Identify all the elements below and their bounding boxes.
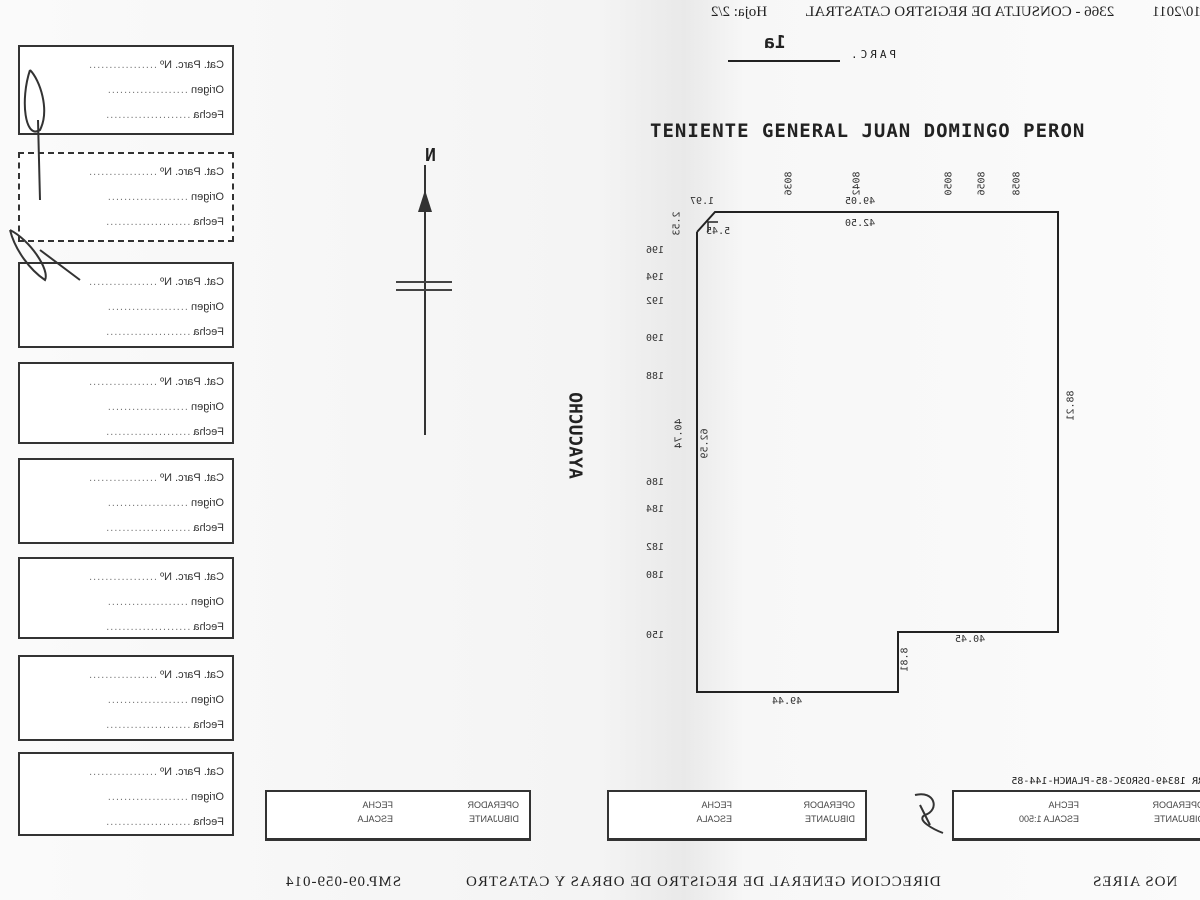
sign-box: OPERADOR FECHA DIBUJANTE ESCALA 1:500 xyxy=(952,790,1200,841)
footer-agency: DIRECCION GENERAL DE REGISTRO DE OBRAS Y… xyxy=(465,874,941,890)
record-fecha-label: Fecha xyxy=(193,522,224,534)
footer-city: NOS AIRES xyxy=(1092,874,1178,890)
record-parc-label: Cat. Parc. Nº xyxy=(160,571,224,583)
north-tick xyxy=(396,281,452,283)
record-box: Cat. Parc. Nº ................. Origen .… xyxy=(18,752,234,836)
dim-right: 88.21 xyxy=(1065,390,1077,421)
record-parc-label: Cat. Parc. Nº xyxy=(160,766,224,778)
door-number: 182 xyxy=(646,542,665,553)
door-number: 8050 xyxy=(943,171,955,196)
street-top: TENIENTE GENERAL JUAN DOMINGO PERON xyxy=(650,120,1086,142)
record-parc-label: Cat. Parc. Nº xyxy=(160,276,224,288)
record-parc-label: Cat. Parc. Nº xyxy=(160,166,224,178)
record-origen-label: Origen xyxy=(190,596,224,608)
dim-notch-h: 40.45 xyxy=(955,634,986,645)
record-box: Cat. Parc. Nº ................. Origen .… xyxy=(18,458,234,544)
record-fecha-label: Fecha xyxy=(193,326,224,338)
record-fecha-label: Fecha xyxy=(193,216,224,228)
door-number: 8056 xyxy=(976,171,988,196)
door-number: 8058 xyxy=(1011,171,1023,196)
record-origen-label: Origen xyxy=(190,791,224,803)
sign-box: OPERADOR FECHA DIBUJANTE ESCALA xyxy=(607,790,867,841)
record-box: Cat. Parc. Nº ................. Origen .… xyxy=(18,655,234,741)
date-label: FECHA xyxy=(1048,800,1079,810)
scale-label: ESCALA 1:500 xyxy=(1018,814,1079,824)
record-fecha-label: Fecha xyxy=(193,816,224,828)
door-number: 8042 xyxy=(851,171,863,196)
parcel-underline xyxy=(728,60,840,62)
operator-label: OPERADOR xyxy=(1152,800,1200,810)
record-origen-label: Origen xyxy=(190,497,224,509)
operator-label: OPERADOR xyxy=(467,800,519,810)
record-fecha-label: Fecha xyxy=(193,621,224,633)
door-number: 188 xyxy=(646,371,665,382)
door-number: 194 xyxy=(646,272,665,283)
stamp-scribble xyxy=(914,793,944,834)
record-parc-label: Cat. Parc. Nº xyxy=(160,472,224,484)
drafter-label: DIBUJANTE xyxy=(804,814,855,824)
record-origen-label: Origen xyxy=(190,84,224,96)
handwritten-signature xyxy=(9,69,81,282)
door-number: 180 xyxy=(646,570,665,581)
scale-label: ESCALA xyxy=(357,814,393,824)
record-fecha-label: Fecha xyxy=(193,719,224,731)
operator-label: OPERADOR xyxy=(803,800,855,810)
record-parc-label: Cat. Parc. Nº xyxy=(160,59,224,71)
drafter-label: DIBUJANTE xyxy=(1153,814,1200,824)
dim-left-side: 40.74 xyxy=(673,418,685,449)
record-box: Cat. Parc. Nº ................. Origen .… xyxy=(18,45,234,135)
door-number: 192 xyxy=(646,296,665,307)
record-box: Cat. Parc. Nº ................. Origen .… xyxy=(18,152,234,242)
dim-top-outer: 49.05 xyxy=(845,196,876,207)
dim-left: 62.59 xyxy=(699,428,711,459)
plan-reference: 4RR 18349-DSRO3C-85-PLANCH-144-85 xyxy=(1011,776,1200,787)
door-number: 150 xyxy=(646,630,665,641)
dim-top-inner: 42.50 xyxy=(845,218,876,229)
door-number: 196 xyxy=(646,245,665,256)
door-number: 184 xyxy=(646,504,665,515)
north-tick xyxy=(396,289,452,291)
north-arrow-line xyxy=(424,165,426,435)
record-parc-label: Cat. Parc. Nº xyxy=(160,376,224,388)
record-box: Cat. Parc. Nº ................. Origen .… xyxy=(18,557,234,639)
dim-chamfer-c: 5.45 xyxy=(706,226,731,237)
dim-chamfer-a: 1.97 xyxy=(690,196,715,207)
footer-code: SMP.09-059-014 xyxy=(285,874,402,890)
dim-bottom: 49.44 xyxy=(772,696,803,707)
record-box: Cat. Parc. Nº ................. Origen .… xyxy=(18,262,234,348)
record-origen-label: Origen xyxy=(190,694,224,706)
sign-box: OPERADOR FECHA DIBUJANTE ESCALA xyxy=(265,790,531,841)
record-origen-label: Origen xyxy=(190,301,224,313)
record-box: Cat. Parc. Nº ................. Origen .… xyxy=(18,362,234,444)
dim-notch-v: 8.81 xyxy=(899,647,911,672)
date-label: FECHA xyxy=(701,800,732,810)
record-origen-label: Origen xyxy=(190,401,224,413)
scale-label: ESCALA xyxy=(696,814,732,824)
door-number: 8036 xyxy=(783,171,795,196)
door-number: 186 xyxy=(646,477,665,488)
record-origen-label: Origen xyxy=(190,191,224,203)
north-arrow-icon xyxy=(418,190,432,212)
date-label: FECHA xyxy=(362,800,393,810)
drafter-label: DIBUJANTE xyxy=(468,814,519,824)
door-number: 190 xyxy=(646,333,665,344)
record-parc-label: Cat. Parc. Nº xyxy=(160,669,224,681)
dim-chamfer-b: 2.53 xyxy=(671,211,683,236)
record-fecha-label: Fecha xyxy=(193,109,224,121)
record-fecha-label: Fecha xyxy=(193,426,224,438)
